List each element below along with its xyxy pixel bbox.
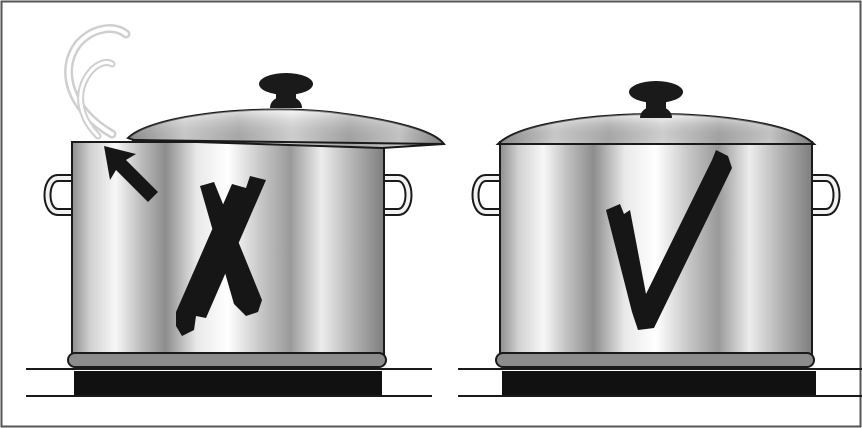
hob-surface: [458, 369, 862, 396]
steam-icon: [69, 29, 126, 136]
panel-correct: [458, 81, 862, 396]
lid-knob-icon: [629, 81, 683, 118]
pot-lid-seated: [498, 81, 814, 144]
pot-body: [500, 142, 812, 356]
pot-base-band: [68, 353, 386, 367]
hob-plate: [74, 371, 382, 395]
hob-surface: [26, 369, 432, 396]
hob-plate: [502, 371, 816, 395]
panel-incorrect: [26, 29, 444, 396]
pot-lid-tilted: [128, 73, 444, 148]
pot-base-band: [496, 353, 814, 367]
lid-knob-icon: [259, 73, 313, 108]
